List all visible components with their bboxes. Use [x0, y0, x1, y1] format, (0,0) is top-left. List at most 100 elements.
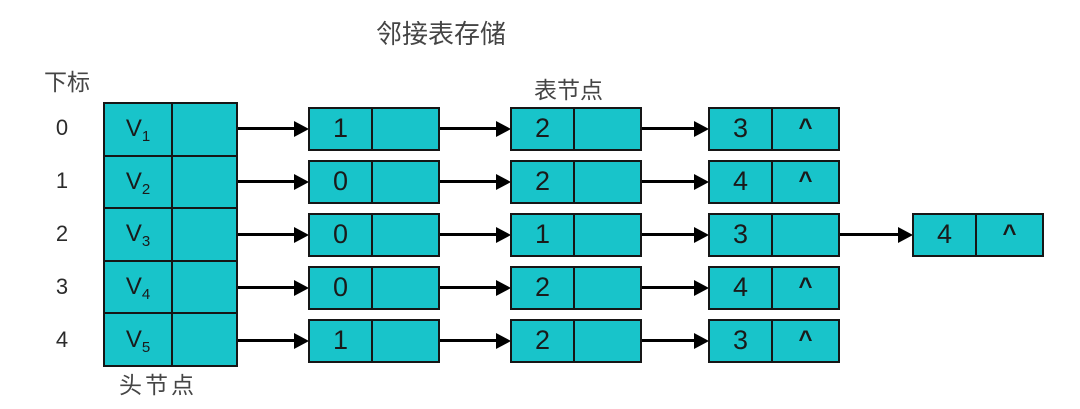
node-pointer-cell: ^ — [798, 325, 813, 353]
node-data-cell: 2 — [512, 161, 575, 202]
row-index-label: 2 — [55, 220, 69, 246]
node-pointer-cell — [373, 268, 438, 308]
arrow-head-icon — [294, 173, 309, 190]
next-pointer-arrow — [440, 120, 511, 137]
list-node: 3^ — [708, 318, 840, 363]
next-pointer-arrow — [642, 120, 709, 137]
node-data-cell: 2 — [512, 108, 575, 149]
list-node: 4^ — [708, 159, 840, 204]
node-pointer-cell — [575, 321, 640, 361]
arrow-line — [642, 232, 698, 236]
node-pointer-cell: ^ — [798, 166, 813, 194]
list-node: 2 — [510, 106, 642, 151]
next-pointer-arrow — [642, 279, 709, 296]
vertex-label: V1 — [125, 115, 151, 146]
next-pointer-arrow — [238, 173, 309, 190]
node-pointer-cell — [373, 109, 438, 149]
node-data-cell: 1 — [310, 108, 373, 149]
next-pointer-arrow — [840, 226, 913, 243]
next-pointer-arrow — [642, 226, 709, 243]
row-index-label: 4 — [55, 326, 69, 352]
vertex-label: V5 — [125, 325, 151, 356]
head-node-label: 头节点 — [119, 373, 197, 398]
arrow-head-icon — [496, 279, 511, 296]
arrow-line — [642, 126, 698, 130]
next-pointer-arrow — [238, 332, 309, 349]
head-pointer-cell — [173, 104, 236, 155]
node-pointer-cell — [575, 215, 640, 255]
head-pointer-cell — [173, 314, 236, 365]
next-pointer-arrow — [238, 226, 309, 243]
node-pointer-cell — [373, 321, 438, 361]
head-pointer-cell — [173, 209, 236, 260]
arrow-line — [440, 285, 500, 289]
arrow-line — [440, 338, 500, 342]
node-data-cell: 4 — [710, 267, 773, 308]
arrow-line — [238, 232, 298, 236]
vertex-label: V4 — [125, 273, 151, 304]
head-pointer-cell — [173, 262, 236, 313]
node-data-cell: 2 — [512, 267, 575, 308]
arrow-line — [840, 232, 902, 236]
list-node: 2 — [510, 318, 642, 363]
list-node: 1 — [308, 106, 440, 151]
arrow-line — [440, 179, 500, 183]
list-node: 2 — [510, 265, 642, 310]
vertex-cell: V5 — [105, 314, 173, 365]
next-pointer-arrow — [440, 226, 511, 243]
arrow-line — [642, 179, 698, 183]
arrow-line — [238, 338, 298, 342]
node-data-cell: 2 — [512, 320, 575, 361]
arrow-line — [238, 179, 298, 183]
node-data-cell: 0 — [310, 161, 373, 202]
diagram-title: 邻接表存储 — [375, 20, 506, 49]
arrow-head-icon — [496, 120, 511, 137]
arrow-head-icon — [294, 279, 309, 296]
head-node-cell: V1 — [105, 104, 236, 157]
vertex-cell: V2 — [105, 156, 173, 208]
arrow-head-icon — [496, 226, 511, 243]
vertex-cell: V1 — [105, 104, 173, 155]
node-data-cell: 1 — [512, 214, 575, 255]
list-node: 1 — [308, 318, 440, 363]
row-index-label: 0 — [55, 114, 69, 140]
next-pointer-arrow — [440, 332, 511, 349]
node-data-cell: 3 — [710, 320, 773, 361]
row-index-label: 3 — [55, 273, 69, 299]
vertex-cell: V4 — [105, 261, 173, 313]
arrow-head-icon — [694, 226, 709, 243]
next-pointer-arrow — [238, 279, 309, 296]
head-node-cell: V3 — [105, 209, 236, 262]
node-data-cell: 4 — [914, 214, 977, 255]
node-pointer-cell: ^ — [798, 272, 813, 300]
vertex-cell: V3 — [105, 209, 173, 260]
list-node: 4^ — [708, 265, 840, 310]
list-node: 0 — [308, 265, 440, 310]
arrow-line — [642, 338, 698, 342]
node-data-cell: 0 — [310, 267, 373, 308]
arrow-head-icon — [694, 332, 709, 349]
node-pointer-cell — [575, 268, 640, 308]
arrow-head-icon — [694, 279, 709, 296]
next-pointer-arrow — [440, 173, 511, 190]
node-pointer-cell — [373, 215, 438, 255]
head-node-cell: V2 — [105, 156, 236, 210]
arrow-head-icon — [294, 332, 309, 349]
arrow-line — [440, 126, 500, 130]
vertex-label: V2 — [125, 167, 151, 198]
arrow-head-icon — [694, 173, 709, 190]
node-data-cell: 1 — [310, 320, 373, 361]
node-pointer-cell: ^ — [1002, 219, 1017, 247]
node-data-cell: 4 — [710, 161, 773, 202]
node-data-cell: 3 — [710, 108, 773, 149]
next-pointer-arrow — [238, 120, 309, 137]
list-node: 0 — [308, 159, 440, 204]
arrow-line — [440, 232, 500, 236]
next-pointer-arrow — [642, 332, 709, 349]
index-column-label: 下标 — [44, 70, 90, 95]
list-node: 3^ — [708, 106, 840, 151]
arrow-line — [238, 285, 298, 289]
node-data-cell: 3 — [710, 214, 773, 255]
list-node: 4^ — [912, 212, 1044, 257]
